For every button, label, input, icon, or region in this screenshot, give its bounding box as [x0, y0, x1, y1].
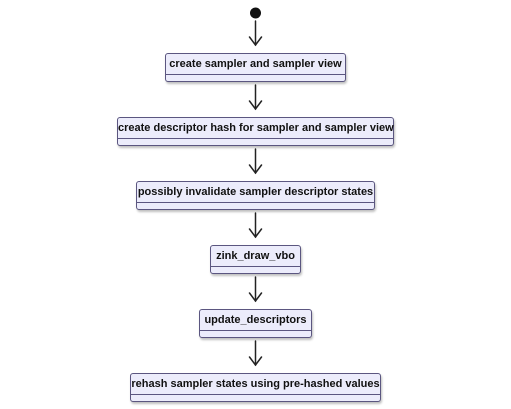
arrow-step-1-to-step-2 [248, 84, 263, 111]
step-2-label: create descriptor hash for sampler and s… [118, 118, 394, 139]
step-1-label: create sampler and sampler view [166, 54, 345, 75]
step-5-label: update_descriptors [200, 310, 311, 331]
step-1-box: create sampler and sampler view [165, 53, 346, 82]
arrow-step-3-to-step-4 [248, 212, 263, 239]
arrow-step-4-to-step-5 [248, 276, 263, 303]
step-4-box: zink_draw_vbo [210, 245, 301, 274]
step-2-box: create descriptor hash for sampler and s… [117, 117, 394, 146]
start-node [250, 7, 261, 19]
step-6-label: rehash sampler states using pre-hashed v… [131, 374, 380, 395]
arrow-start-to-step-1 [248, 20, 263, 47]
step-6-box: rehash sampler states using pre-hashed v… [130, 373, 381, 402]
step-3-box: possibly invalidate sampler descriptor s… [136, 181, 375, 210]
arrow-step-2-to-step-3 [248, 148, 263, 175]
step-5-box: update_descriptors [199, 309, 312, 338]
step-3-label: possibly invalidate sampler descriptor s… [137, 182, 374, 203]
step-4-label: zink_draw_vbo [211, 246, 300, 267]
arrow-step-5-to-step-6 [248, 340, 263, 367]
